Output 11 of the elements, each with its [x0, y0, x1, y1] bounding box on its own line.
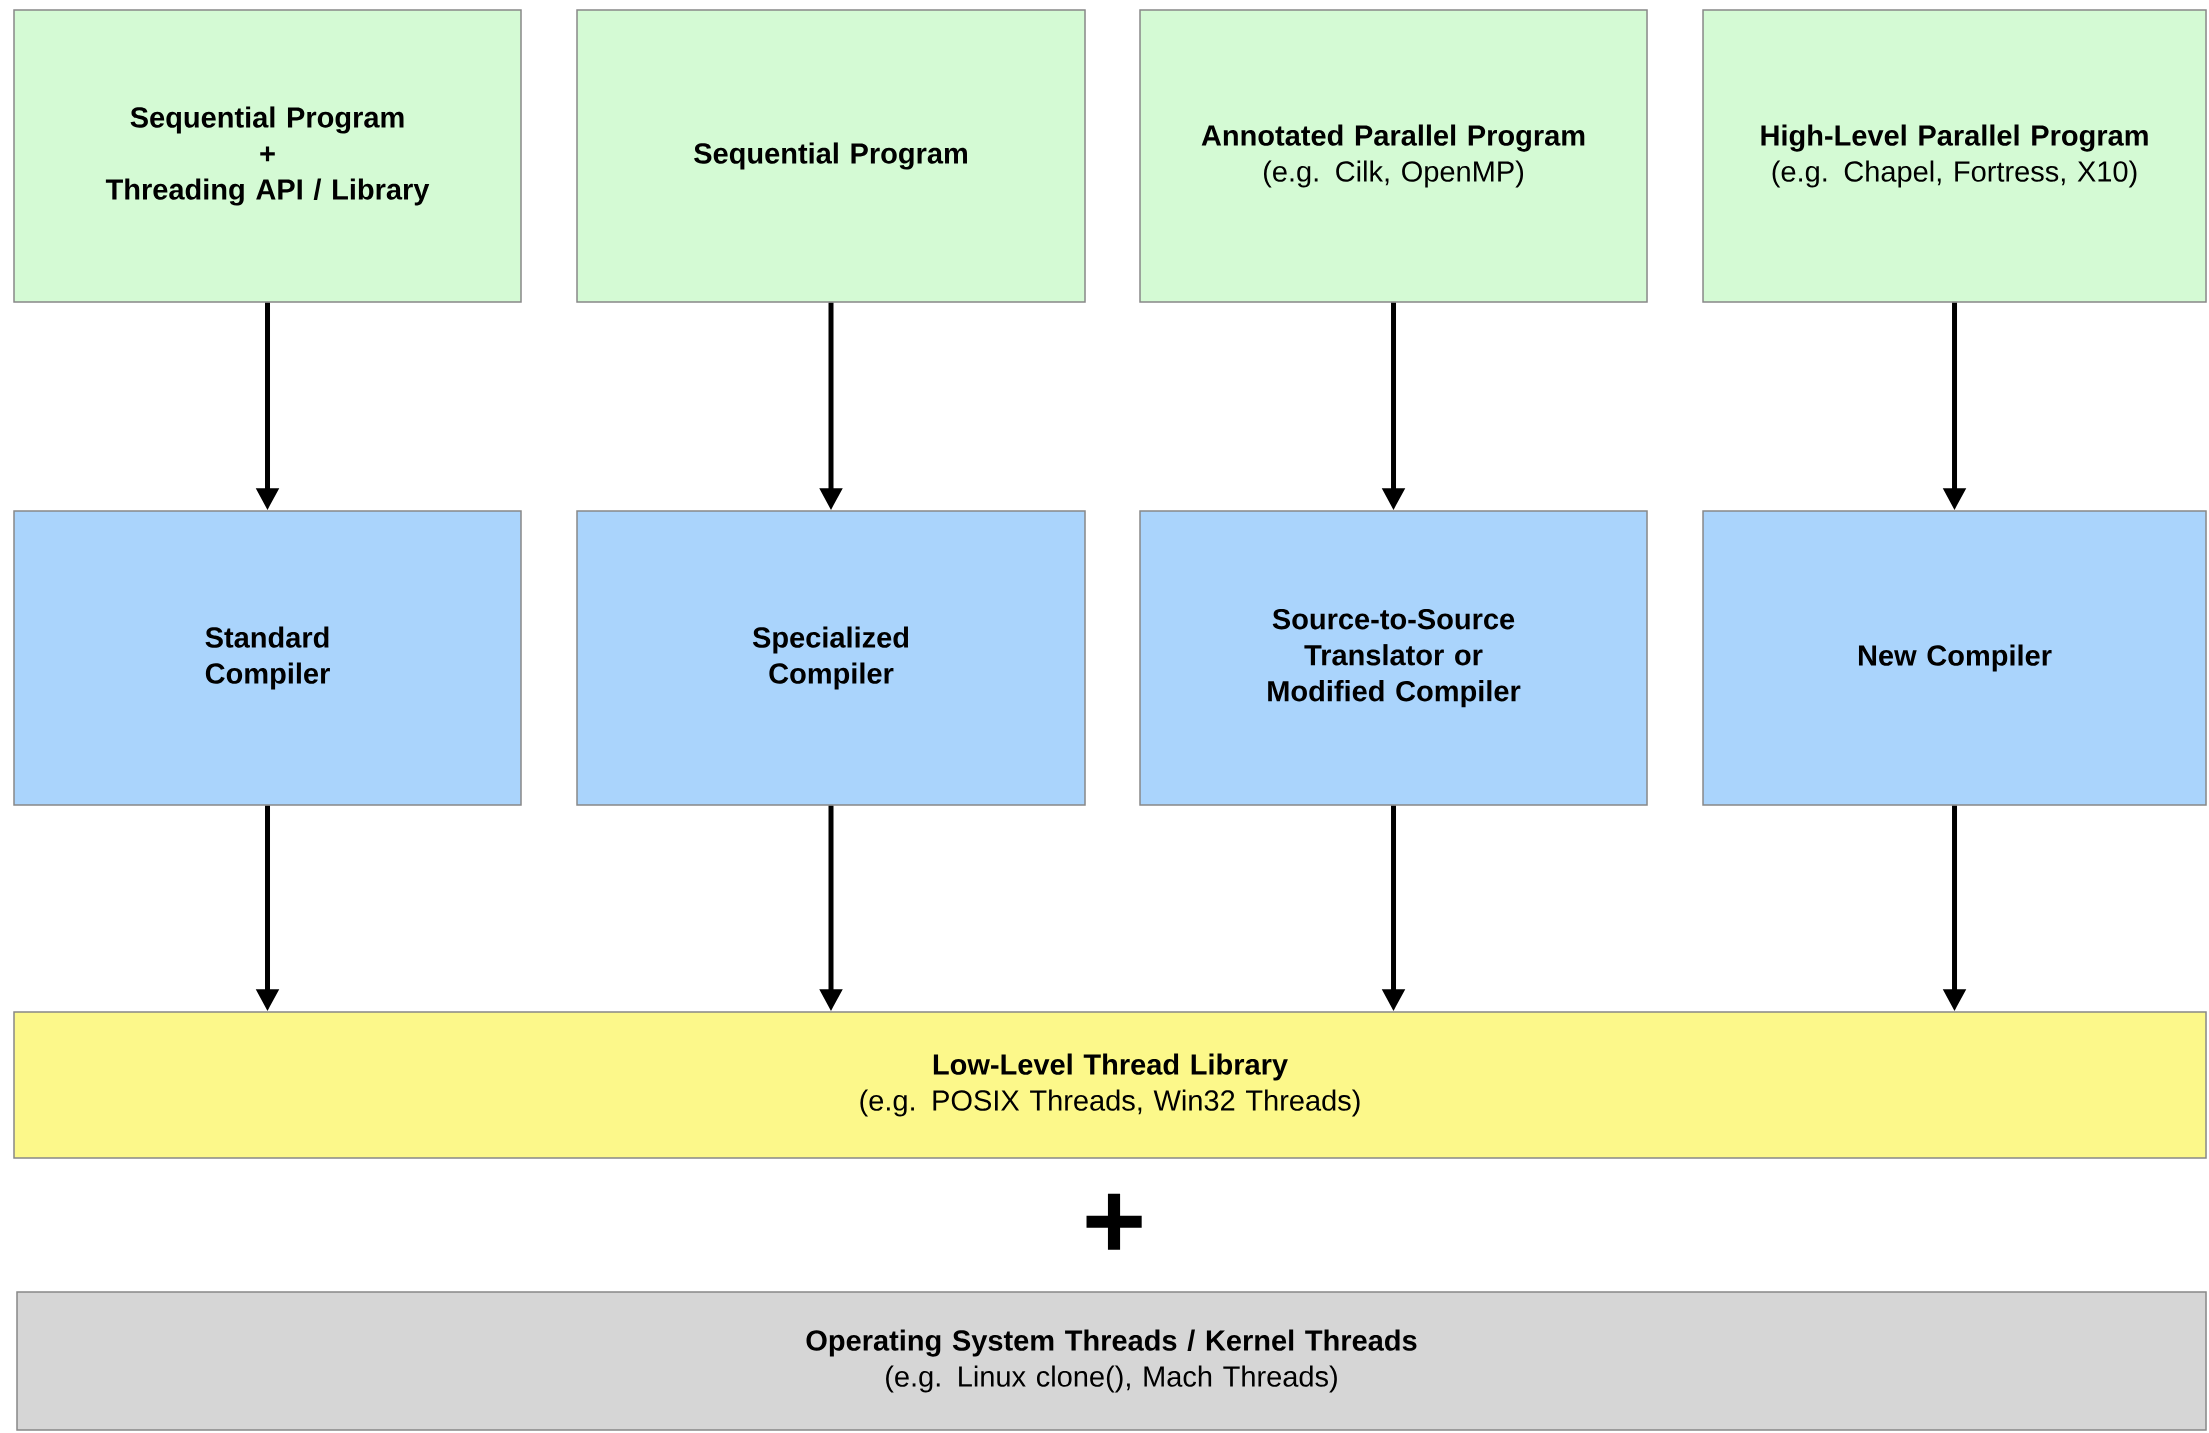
compiler-box: Source-to-Source Translator or Modified Compiler [1139, 510, 1648, 806]
program-box: Sequential Program [576, 9, 1086, 303]
compiler-box: Specialized Compiler [576, 510, 1086, 806]
program-box: High-Level Parallel Program (e.g. Chapel, Fortress, X10) [1702, 9, 2207, 303]
compiler-box: Standard Compiler [13, 510, 522, 806]
program-box: Sequential Program + Threading API / Library [13, 9, 522, 303]
compiler-box: New Compiler [1702, 510, 2207, 806]
library-box: Low-Level Thread Library (e.g. POSIX Threads, Win32 Threads) [13, 1011, 2207, 1159]
plus-sign: + [1086, 1193, 1142, 1250]
os-threads-box: Operating System Threads / Kernel Threads (e.g. Linux clone(), Mach Threads) [16, 1291, 2207, 1431]
program-box: Annotated Parallel Program (e.g. Cilk, OpenMP) [1139, 9, 1648, 303]
